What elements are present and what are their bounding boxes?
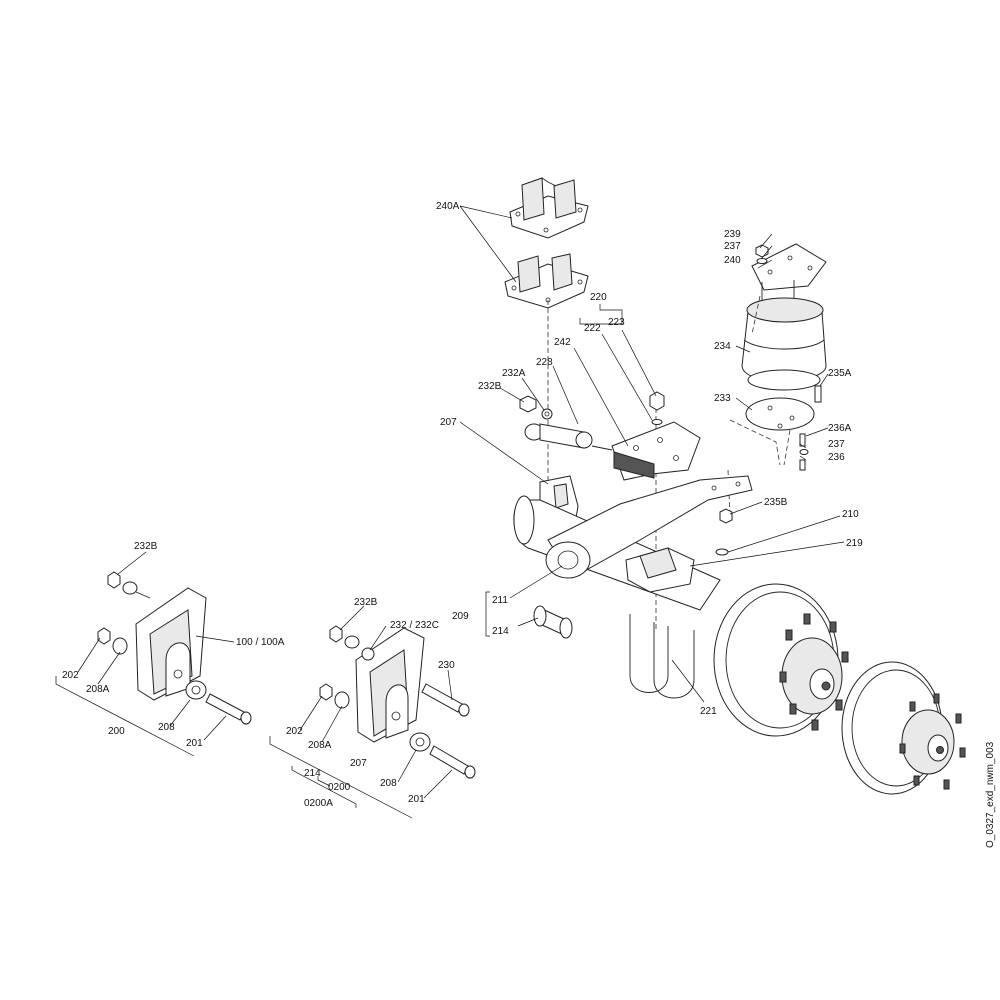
callout-207-mid: 207 [350,758,367,769]
callout-236a: 236A [828,423,852,434]
callout-0200a: 0200A [304,798,333,809]
callout-240: 240 [724,255,741,266]
callout-200: 200 [108,726,125,737]
callout-232b-left: 232B [134,541,158,552]
callout-211: 211 [492,595,508,606]
callout-232a: 232A [502,368,526,379]
callout-240a: 240A [436,201,460,212]
callout-237-top: 237 [724,241,741,252]
callout-235a: 235A [828,368,852,379]
callout-232-232c: 232 / 232C [390,620,439,631]
callout-208-left: 208 [158,722,175,733]
callout-242: 242 [554,337,571,348]
nuts-239-237 [755,244,769,264]
callout-220: 220 [590,292,607,303]
callout-236: 236 [828,452,845,463]
callout-201-left: 201 [186,738,203,749]
hanger-block-242 [611,421,701,481]
callout-labels: 240A 239 237 240 220 222 223 242 228 232… [62,201,863,809]
wheel-studs-front [779,613,849,731]
callout-223: 223 [608,317,625,328]
u-bolt-221 [629,614,695,699]
callout-201-mid: 201 [408,794,425,805]
fasteners-middle [319,625,476,779]
callout-208-mid: 208 [380,778,397,789]
callout-0200: 0200 [328,782,351,793]
callout-233: 233 [714,393,731,404]
callout-214-mid: 214 [492,626,509,637]
drawing-id: O_0327_exd_nwm_003 [985,741,996,848]
callout-208a-left: 208A [86,684,110,695]
fasteners-left [97,571,252,725]
nut-223 [649,391,665,425]
callout-202-left: 202 [62,670,79,681]
bracket-240a-lower [504,253,589,309]
callout-230: 230 [438,660,455,671]
callout-100-100a: 100 / 100A [236,637,285,648]
bolts-235a-236 [799,385,822,471]
nut-235b-washer-210 [715,508,733,556]
callout-207-top: 207 [440,417,457,428]
callout-202-mid: 202 [286,726,303,737]
callout-214-low: 214 [304,768,321,779]
brake-disc-rear [841,661,966,795]
brake-drum-front [713,583,843,737]
callout-222: 222 [584,323,601,334]
callout-234: 234 [714,341,731,352]
bracket-240a-upper [509,177,589,239]
callout-208a-mid: 208A [308,740,332,751]
callout-232b-mid: 232B [354,597,378,608]
callout-221: 221 [700,706,717,717]
hanger-assembly-left [135,587,207,701]
callout-210: 210 [842,509,859,520]
hanger-assembly-middle [355,627,425,743]
callout-239: 239 [724,229,741,240]
piston-plate-233 [745,397,815,431]
bushing-214-mid [533,605,573,639]
callout-237-low: 237 [828,439,845,450]
callout-235b: 235B [764,497,788,508]
callout-232b-top: 232B [478,381,502,392]
air-spring-bellow-234 [741,280,827,391]
callout-228: 228 [536,357,553,368]
shock-absorber-228 [524,423,613,451]
callout-209: 209 [452,611,469,622]
assembly-line-bag [727,295,791,516]
leader-lines [55,205,845,819]
bushing-232b-top [519,395,553,420]
callout-219: 219 [846,538,863,549]
axle-seat-219 [625,547,695,593]
